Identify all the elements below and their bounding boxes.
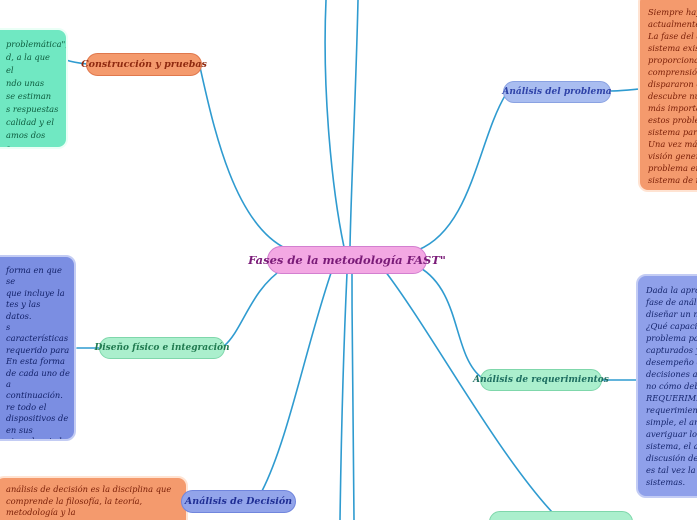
edge-problema-note	[608, 88, 640, 92]
topic-label: Construcción y pruebas	[81, 59, 207, 70]
edge-central-diseno	[223, 267, 285, 347]
topic-bottom-partial[interactable]	[489, 511, 633, 520]
topic-label: Análisis de requerimientos	[473, 375, 609, 385]
topic-analisis-decision[interactable]: Análisis de Decisión	[181, 490, 296, 513]
edge-central-requerimientos	[418, 266, 483, 379]
note-text: análisis de decisión es la disciplina qu…	[6, 484, 172, 520]
note-text: forma en que se que incluye la tes y las…	[6, 265, 70, 439]
note-text: Siempre hay actualmente s La fase del an…	[648, 7, 697, 185]
topic-analisis-requerimientos[interactable]: Análisis de requerimientos	[473, 369, 609, 391]
edge-central-construccion	[199, 66, 288, 250]
central-topic-label: Fases de la metodología FAST"	[248, 253, 446, 267]
topic-label: Análisis de Decisión	[184, 496, 293, 507]
topic-label: Análisis del problema	[502, 87, 612, 97]
central-topic[interactable]: Fases de la metodología FAST"	[248, 246, 446, 274]
edge-top-left	[324, 0, 345, 248]
edge-bottom-right	[351, 272, 355, 520]
edge-central-decision	[261, 272, 332, 492]
note-text: Dada la aproba fase de análisis diseñar …	[646, 285, 697, 487]
note-diseno-fisico[interactable]: forma en que se que incluye la tes y las…	[0, 255, 76, 441]
topic-label: Diseño físico e integración	[94, 343, 230, 353]
note-analisis-problema[interactable]: Siempre hay actualmente s La fase del an…	[638, 0, 697, 192]
topic-construccion-pruebas[interactable]: Construcción y pruebas	[81, 53, 207, 76]
edge-central-bottom-topic	[384, 270, 553, 513]
edge-top-right	[349, 0, 359, 248]
note-analisis-requerimientos[interactable]: Dada la aproba fase de análisis diseñar …	[636, 274, 697, 498]
edge-bottom-left	[339, 272, 348, 520]
note-construccion-pruebas[interactable]: problemática", d, a la que el ndo unas s…	[0, 28, 68, 149]
topic-diseno-fisico[interactable]: Diseño físico e integración	[94, 337, 230, 359]
topic-analisis-problema[interactable]: Análisis del problema	[502, 81, 612, 103]
edge-central-problema	[417, 93, 507, 251]
note-analisis-decision[interactable]: análisis de decisión es la disciplina qu…	[0, 476, 188, 520]
note-text: problemática", d, a la que el ndo unas s…	[6, 39, 68, 149]
